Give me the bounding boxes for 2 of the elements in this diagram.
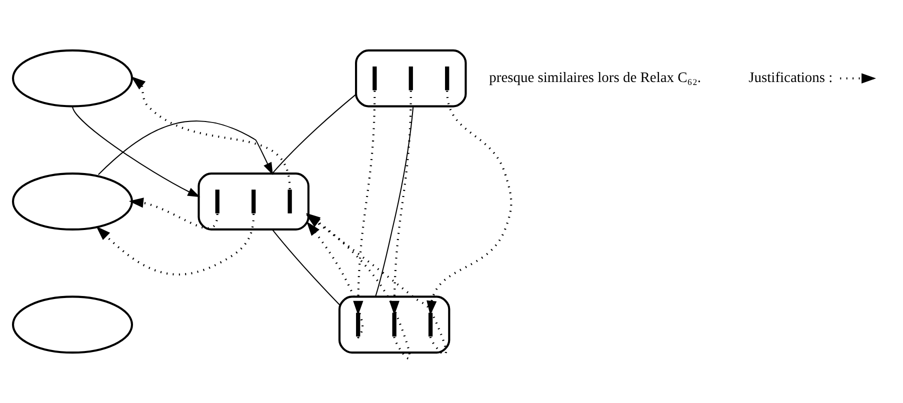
label: presque similaires lors de Relax C₆₂. xyxy=(489,70,701,86)
legend-label: Justifications : xyxy=(748,70,833,86)
